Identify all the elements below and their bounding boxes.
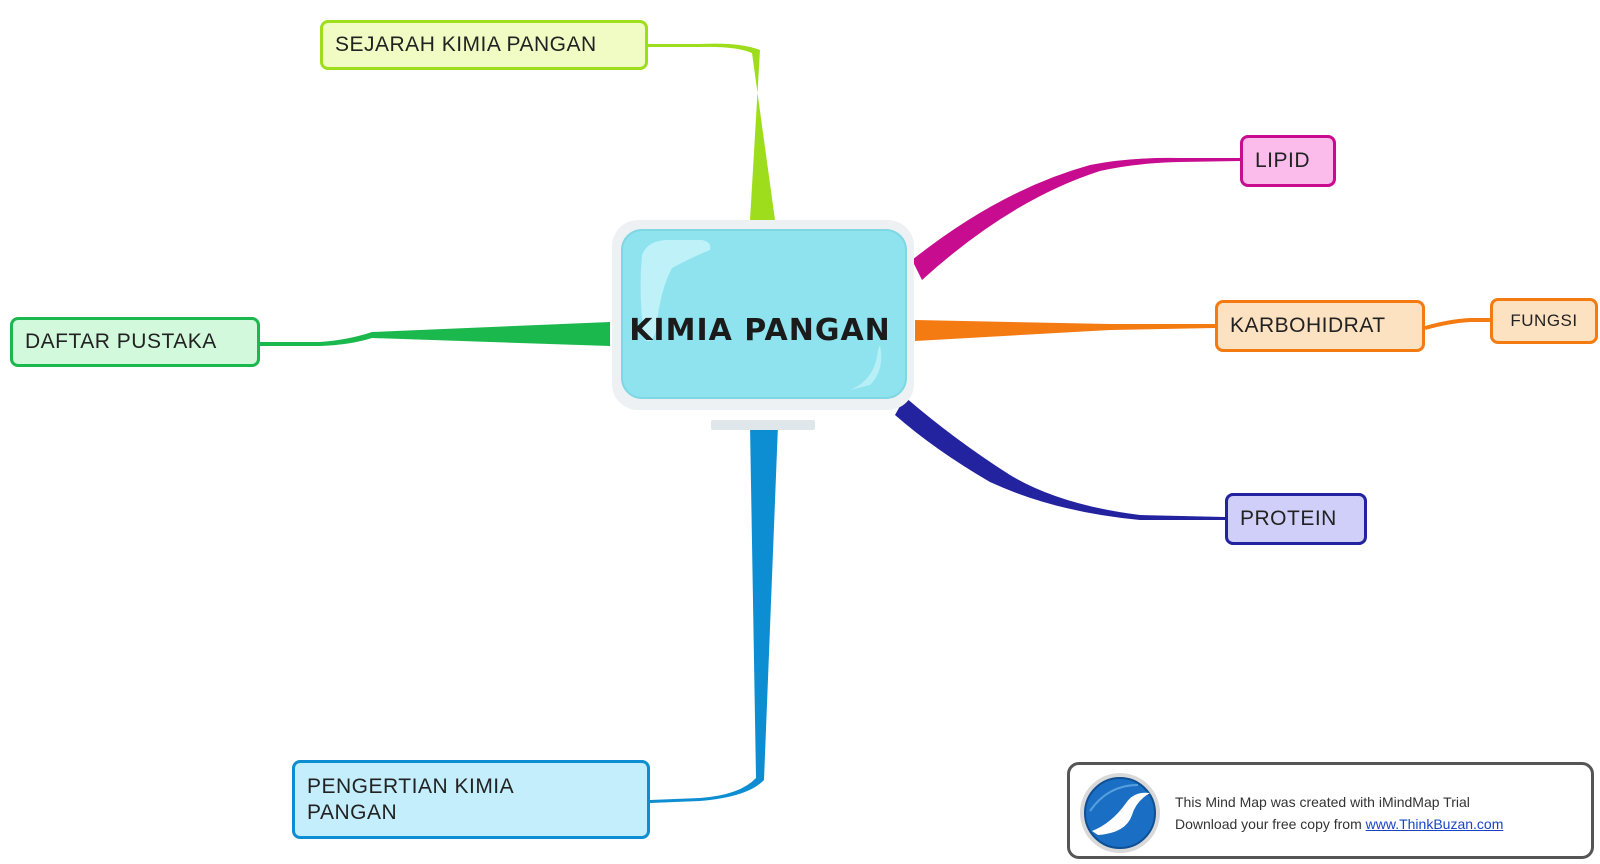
branch-daftar: [260, 322, 610, 346]
branch-fungsi: [1425, 320, 1490, 328]
central-topic-label[interactable]: KIMIA PANGAN: [610, 300, 910, 360]
node-pengertian-kimia-pangan[interactable]: PENGERTIAN KIMIA PANGAN: [292, 760, 650, 839]
node-lipid[interactable]: LIPID: [1240, 135, 1336, 187]
node-daftar-pustaka[interactable]: DAFTAR PUSTAKA: [10, 317, 260, 367]
trial-watermark-box: This Mind Map was created with iMindMap …: [1067, 762, 1594, 859]
node-karbohidrat[interactable]: KARBOHIDRAT: [1215, 300, 1425, 352]
imindmap-logo-icon: [1078, 771, 1162, 855]
branch-pengertian: [650, 425, 778, 803]
branch-lipid: [912, 158, 1240, 280]
node-fungsi[interactable]: FUNGSI: [1490, 298, 1598, 344]
watermark-line-2-prefix: Download your free copy from: [1175, 816, 1366, 832]
branch-karbohidrat: [915, 320, 1215, 341]
node-protein[interactable]: PROTEIN: [1225, 493, 1367, 545]
watermark-line-1: This Mind Map was created with iMindMap …: [1175, 791, 1503, 813]
node-pengertian-label: PENGERTIAN KIMIA PANGAN: [307, 774, 547, 826]
branch-sejarah: [648, 44, 775, 220]
watermark-line-2: Download your free copy from www.ThinkBu…: [1175, 813, 1503, 835]
branch-protein: [895, 397, 1225, 520]
watermark-text: This Mind Map was created with iMindMap …: [1175, 791, 1503, 835]
thinkbuzan-link[interactable]: www.ThinkBuzan.com: [1366, 816, 1504, 832]
node-sejarah-kimia-pangan[interactable]: SEJARAH KIMIA PANGAN: [320, 20, 648, 70]
